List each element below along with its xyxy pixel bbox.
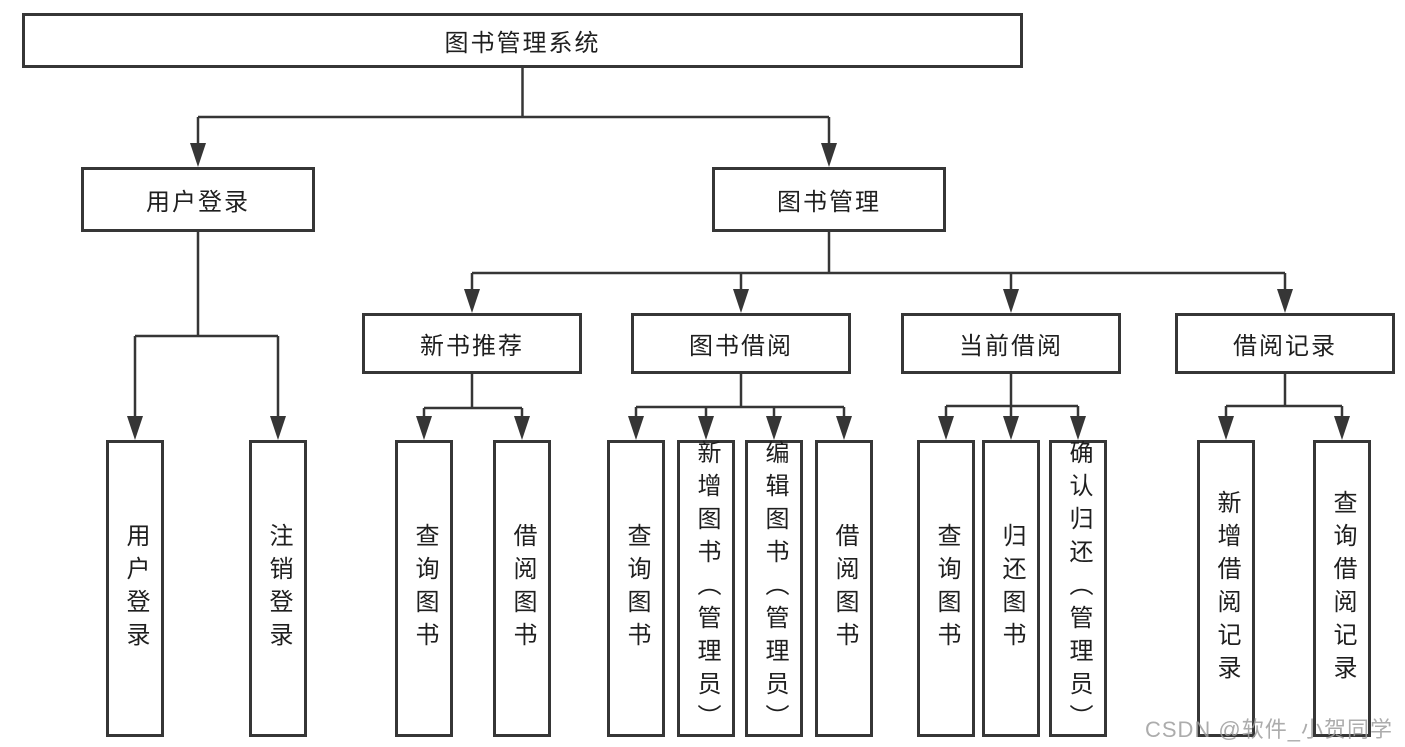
node-label: 查询借阅记录 <box>1329 489 1356 688</box>
node-book-borrowing: 图书借阅 <box>631 313 851 374</box>
leaf-add-books-admin: 新增图书（管理员） <box>677 440 735 737</box>
node-label: 图书管理系统 <box>444 30 601 57</box>
node-label: 新增图书（管理员） <box>693 440 720 737</box>
leaf-borrow-books: 借阅图书 <box>815 440 873 737</box>
node-label: 编辑图书（管理员） <box>761 440 788 737</box>
user-login-children-connector <box>127 232 286 440</box>
leaf-logout: 注销登录 <box>249 440 307 737</box>
node-label: 借阅记录 <box>1233 333 1337 360</box>
csdn-watermark: CSDN @软件_小贺同学 <box>1144 717 1393 742</box>
node-label: 查询图书 <box>933 522 960 655</box>
book-borrow-children-connector <box>628 374 852 440</box>
node-label: 图书管理 <box>777 189 881 216</box>
node-label: 查询图书 <box>623 522 650 655</box>
new-book-children-connector <box>416 374 530 440</box>
node-label: 注销登录 <box>265 522 292 655</box>
book-mgmt-children-connector <box>464 232 1293 313</box>
node-current-borrowing: 当前借阅 <box>901 313 1121 374</box>
node-new-book-recommend: 新书推荐 <box>362 313 582 374</box>
node-label: 用户登录 <box>122 522 149 655</box>
leaf-return-books: 归还图书 <box>982 440 1040 737</box>
node-label: 新增借阅记录 <box>1213 489 1240 688</box>
leaf-borrow-books: 借阅图书 <box>493 440 551 737</box>
node-label: 确认归还（管理员） <box>1065 440 1092 737</box>
current-borrow-children-connector <box>938 374 1086 440</box>
node-label: 借阅图书 <box>831 522 858 655</box>
leaf-edit-books-admin: 编辑图书（管理员） <box>745 440 803 737</box>
node-label: 查询图书 <box>411 522 438 655</box>
node-label: 借阅图书 <box>509 522 536 655</box>
leaf-confirm-return-admin: 确认归还（管理员） <box>1049 440 1107 737</box>
leaf-query-books: 查询图书 <box>607 440 665 737</box>
leaf-add-borrow-record: 新增借阅记录 <box>1197 440 1255 737</box>
node-label: 用户登录 <box>146 189 250 216</box>
node-label: 当前借阅 <box>959 333 1063 360</box>
borrow-record-children-connector <box>1218 374 1350 440</box>
node-library-management-system: 图书管理系统 <box>22 13 1023 68</box>
node-book-management: 图书管理 <box>712 167 946 232</box>
node-label: 图书借阅 <box>689 333 793 360</box>
root-to-level2-connector <box>190 68 837 167</box>
leaf-user-login: 用户登录 <box>106 440 164 737</box>
node-label: 新书推荐 <box>420 333 524 360</box>
node-borrowing-records: 借阅记录 <box>1175 313 1395 374</box>
leaf-query-books: 查询图书 <box>395 440 453 737</box>
node-label: 归还图书 <box>998 522 1025 655</box>
leaf-query-borrow-record: 查询借阅记录 <box>1313 440 1371 737</box>
node-user-login: 用户登录 <box>81 167 315 232</box>
leaf-query-books: 查询图书 <box>917 440 975 737</box>
